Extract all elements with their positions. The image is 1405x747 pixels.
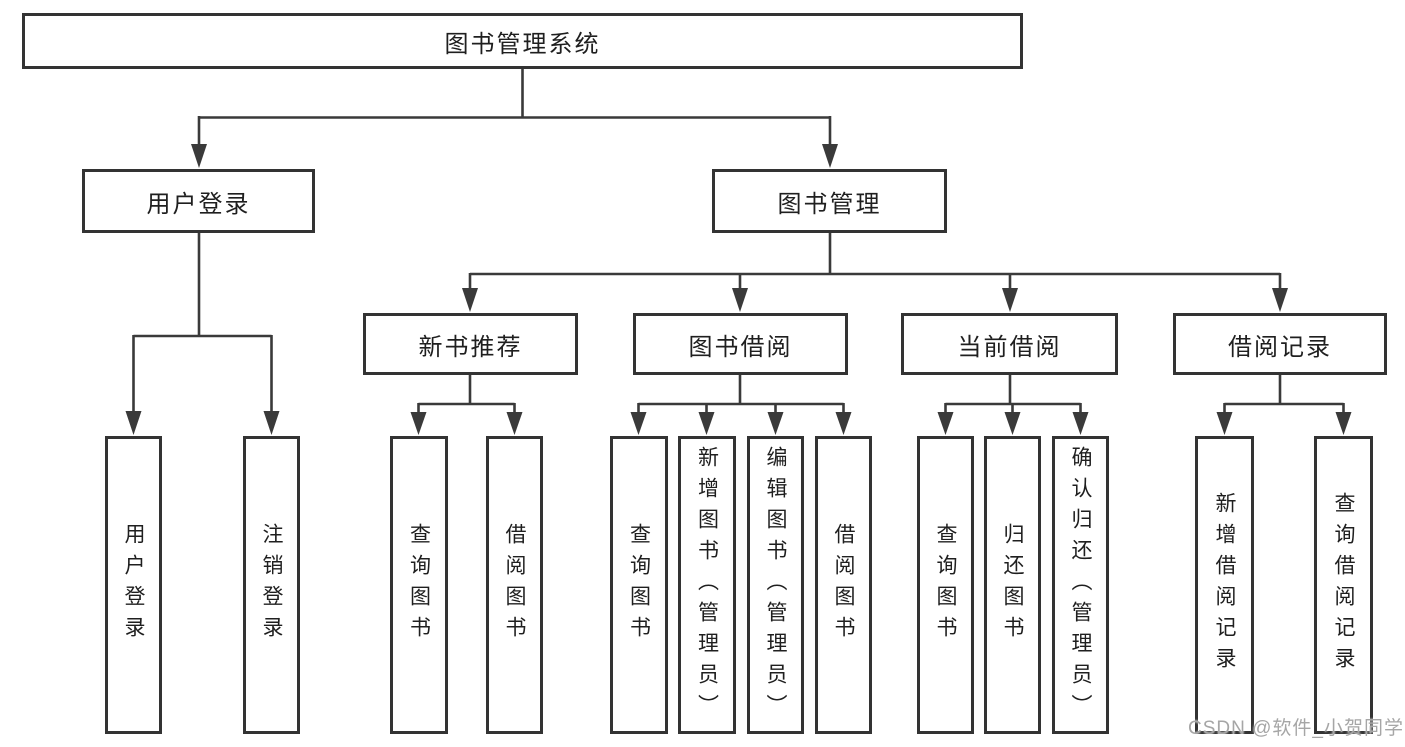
leaf-query-books-current: 查询图书 xyxy=(917,436,974,734)
arrow-leaf-2 xyxy=(263,411,280,435)
arrow-leaf-5 xyxy=(630,412,647,435)
node-current-borrow: 当前借阅 xyxy=(901,313,1118,375)
arrow-leaf-12 xyxy=(1216,412,1233,435)
leaf-query-borrow-record: 查询借阅记录 xyxy=(1314,436,1373,734)
leaf-label: 借阅图书 xyxy=(832,523,856,647)
arrow-to-borrow-records xyxy=(1272,288,1288,312)
leaf-query-books-borrow: 查询图书 xyxy=(610,436,668,734)
arrow-leaf-4 xyxy=(506,412,523,435)
leaf-borrow-books-recommend: 借阅图书 xyxy=(486,436,543,734)
node-library-system: 图书管理系统 xyxy=(22,13,1023,69)
arrow-leaf-3 xyxy=(410,412,427,435)
node-new-book-recommend: 新书推荐 xyxy=(363,313,578,375)
leaf-label: 编辑图书（管理员） xyxy=(764,445,788,725)
arrow-leaf-9 xyxy=(937,412,954,435)
arrow-leaf-6 xyxy=(698,412,715,435)
node-borrow-records: 借阅记录 xyxy=(1173,313,1387,375)
leaf-logout-label: 注销登录 xyxy=(260,523,284,647)
leaf-label: 查询图书 xyxy=(627,523,651,647)
arrow-to-current-borrow xyxy=(1002,288,1018,312)
arrow-to-book-borrow xyxy=(732,288,748,312)
leaf-label: 借阅图书 xyxy=(503,523,527,647)
leaf-query-books-recommend: 查询图书 xyxy=(390,436,448,734)
leaf-edit-books-admin: 编辑图书（管理员） xyxy=(747,436,804,734)
leaf-label: 查询借阅记录 xyxy=(1332,492,1356,678)
csdn-watermark: CSDN @软件_小贺同学 xyxy=(1188,718,1404,739)
node-book-borrow: 图书借阅 xyxy=(633,313,848,375)
arrow-leaf-8 xyxy=(835,412,852,435)
arrow-to-new-book-recommend xyxy=(462,288,478,312)
node-book-management: 图书管理 xyxy=(712,169,947,233)
leaf-return-books: 归还图书 xyxy=(984,436,1041,734)
arrow-leaf-10 xyxy=(1004,412,1021,435)
leaf-borrow-books: 借阅图书 xyxy=(815,436,872,734)
leaf-user-login-label: 用户登录 xyxy=(122,523,146,647)
leaf-label: 新增借阅记录 xyxy=(1213,492,1237,678)
arrow-leaf-1 xyxy=(125,411,142,435)
leaf-label: 查询图书 xyxy=(407,523,431,647)
leaf-label: 查询图书 xyxy=(934,523,958,647)
leaf-add-borrow-record: 新增借阅记录 xyxy=(1195,436,1254,734)
leaf-label: 确认归还（管理员） xyxy=(1069,445,1093,725)
leaf-user-login: 用户登录 xyxy=(105,436,162,734)
node-user-login: 用户登录 xyxy=(82,169,315,233)
arrow-to-book-management xyxy=(822,144,838,168)
leaf-logout: 注销登录 xyxy=(243,436,300,734)
leaf-label: 新增图书（管理员） xyxy=(695,445,719,725)
leaf-label: 归还图书 xyxy=(1001,523,1025,647)
arrow-leaf-13 xyxy=(1335,412,1352,435)
leaf-add-books-admin: 新增图书（管理员） xyxy=(678,436,736,734)
arrow-leaf-7 xyxy=(767,412,784,435)
arrow-to-user-login xyxy=(191,144,207,168)
arrow-leaf-11 xyxy=(1072,412,1089,435)
leaf-confirm-return-admin: 确认归还（管理员） xyxy=(1052,436,1109,734)
